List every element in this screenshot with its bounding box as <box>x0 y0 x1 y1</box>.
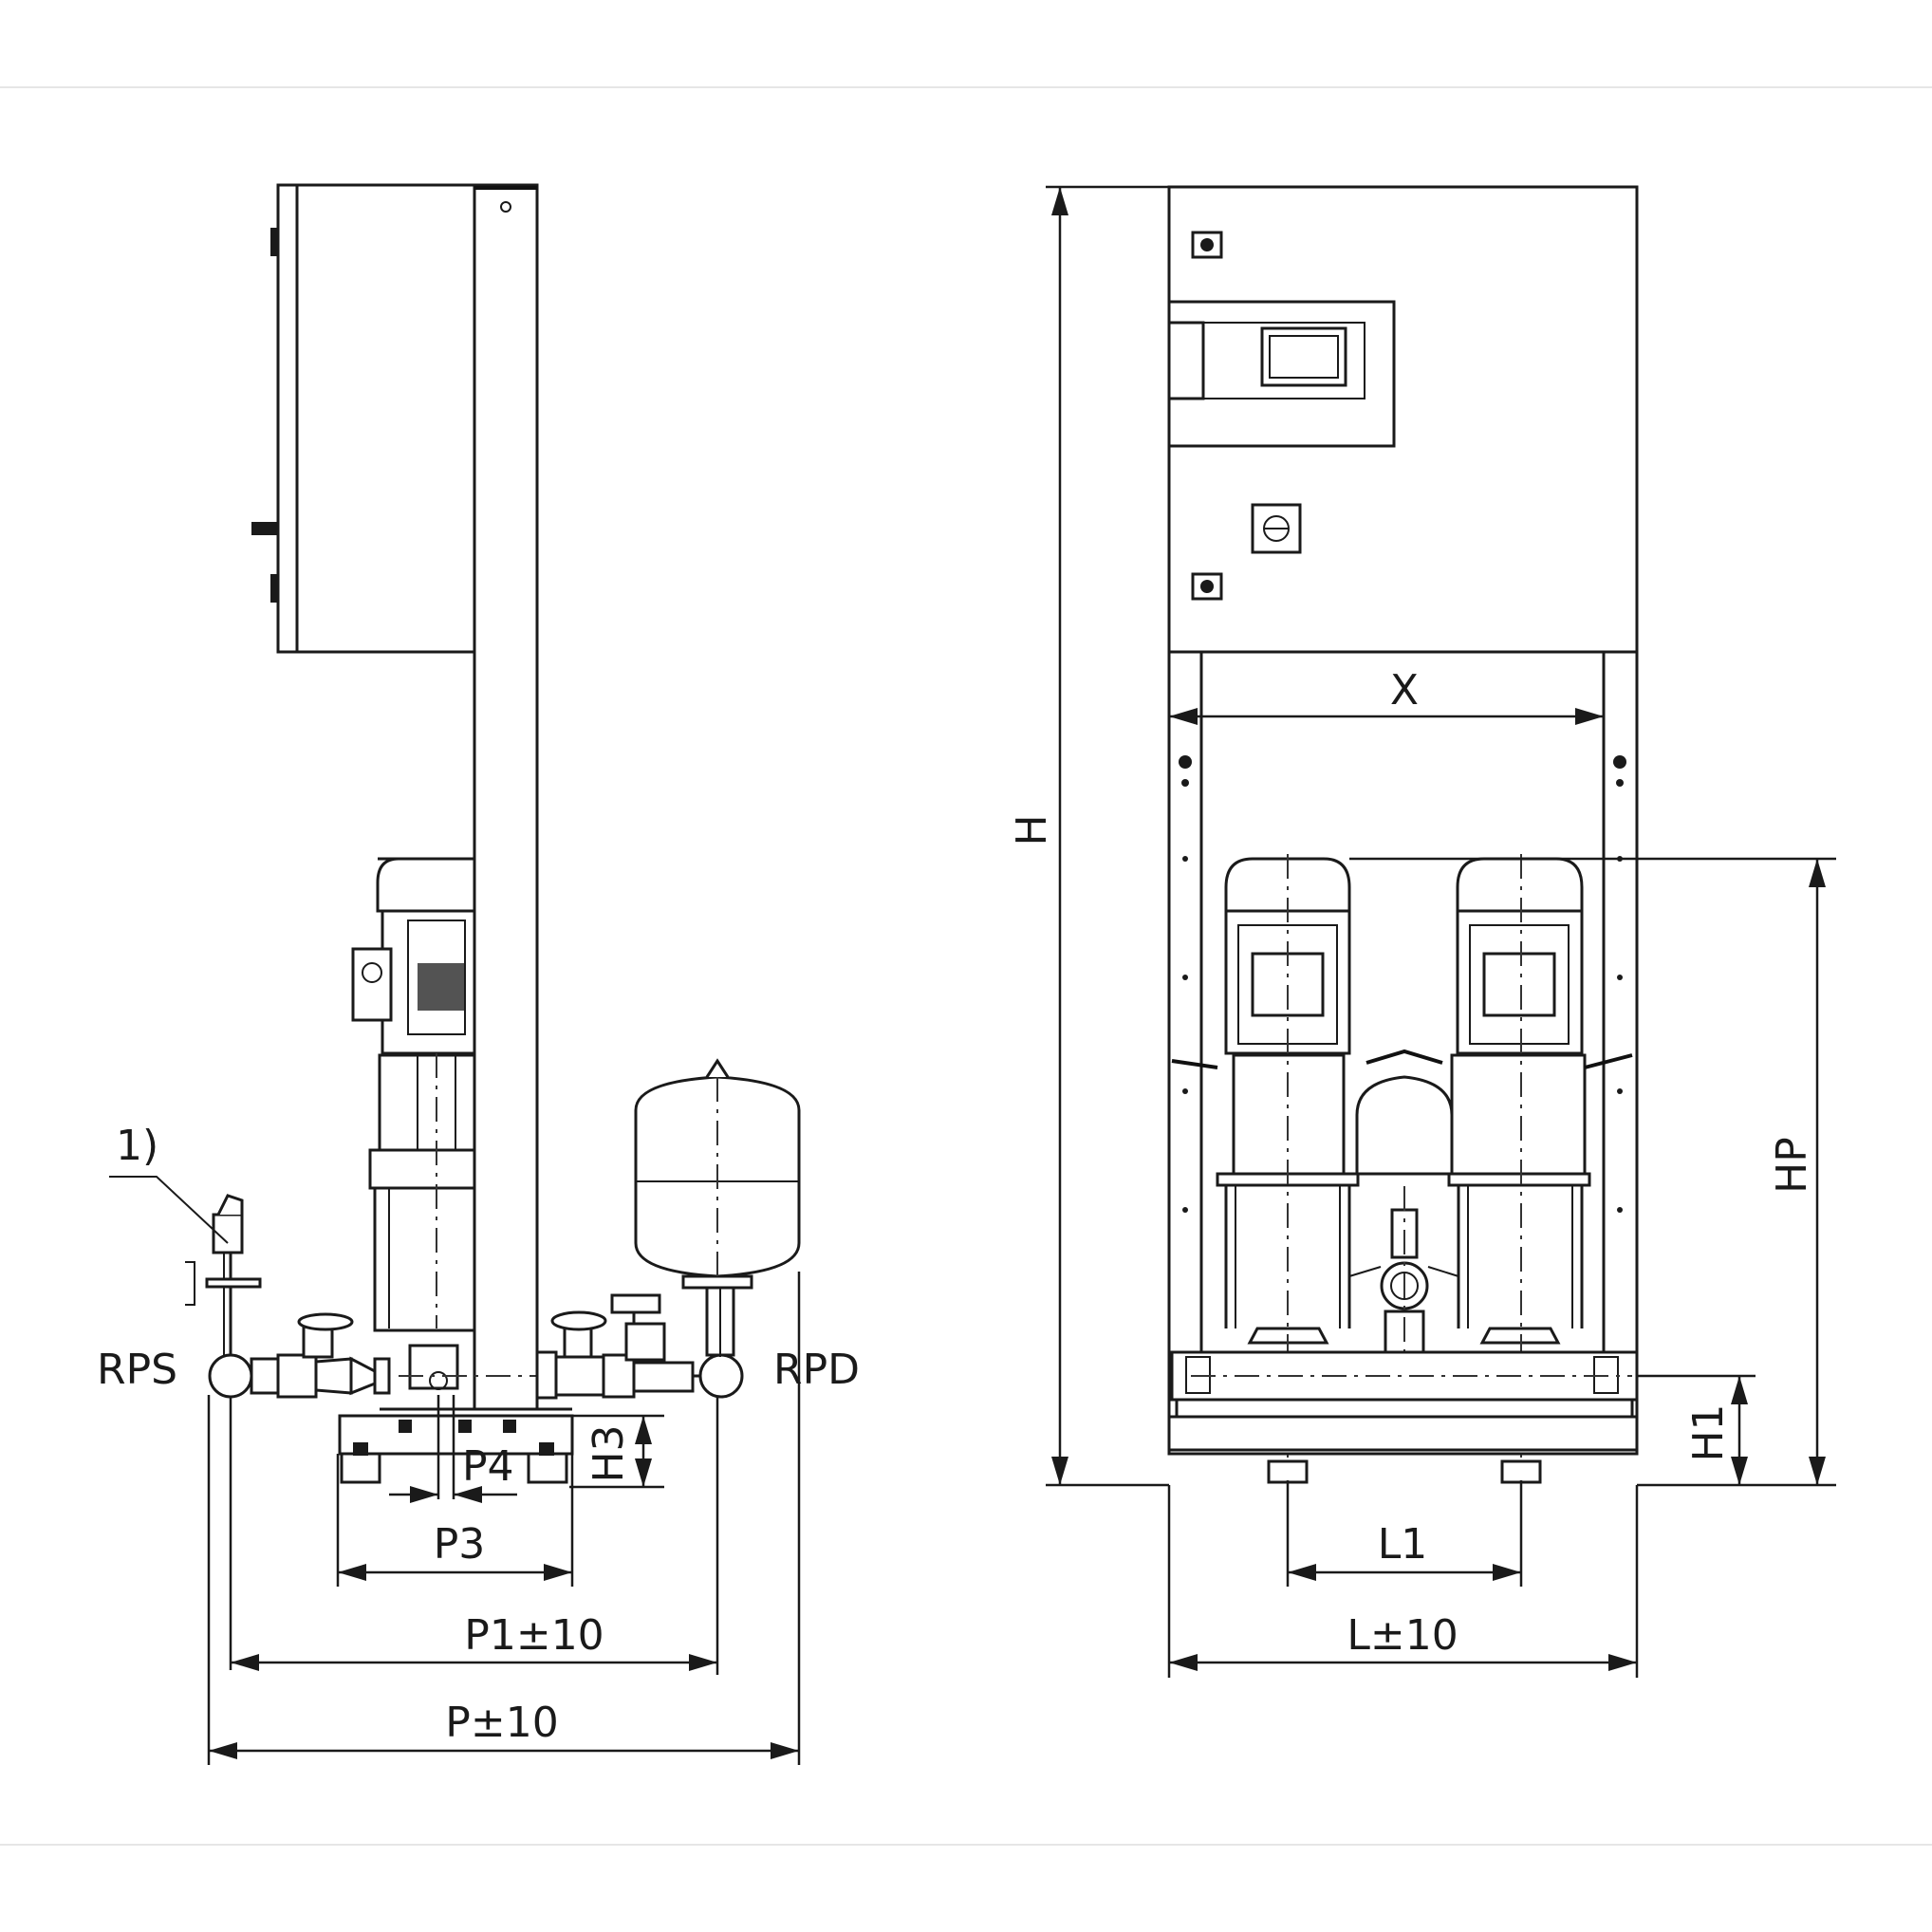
label-note-1: 1) <box>116 1122 158 1170</box>
label-l: L±10 <box>1347 1611 1458 1660</box>
vessel-and-gauge-front <box>1348 1049 1459 1371</box>
side-labels: 1) RPS RPD P4 H3 P3 P1±10 P±10 <box>97 1122 860 1747</box>
front-view: X H HP H1 L1 L±10 <box>1008 185 1836 1678</box>
label-p1: P1±10 <box>464 1611 604 1660</box>
pump-2-front <box>1447 854 1633 1480</box>
label-l1: L1 <box>1378 1520 1428 1569</box>
pump-motor-side <box>351 857 607 1390</box>
label-rps: RPS <box>97 1346 177 1394</box>
label-p4: P4 <box>462 1442 514 1491</box>
front-labels: X H HP H1 L1 L±10 <box>1008 666 1816 1660</box>
discharge-manifold-side <box>535 1274 744 1400</box>
label-p: P±10 <box>445 1699 558 1747</box>
label-h3: H3 <box>585 1424 633 1482</box>
label-p3: P3 <box>434 1520 486 1569</box>
suction-manifold-side <box>109 1176 391 1399</box>
control-cabinet-side <box>251 183 476 654</box>
base-frame-side <box>338 1407 574 1484</box>
side-dimensions <box>207 1272 801 1765</box>
label-hp: HP <box>1768 1137 1816 1194</box>
frame-posts-front <box>1167 650 1639 1432</box>
label-rpd: RPD <box>773 1346 860 1394</box>
base-manifold-front <box>1167 1350 1639 1484</box>
control-cabinet-front <box>1167 185 1639 654</box>
frame-column <box>473 183 539 1411</box>
label-x: X <box>1390 666 1419 715</box>
label-h: H <box>1008 814 1056 845</box>
pump-1-front <box>1171 854 1360 1480</box>
front-dimensions <box>1046 185 1836 1678</box>
side-view: 1) RPS RPD P4 H3 P3 P1±10 P±10 <box>97 183 860 1765</box>
label-h1: H1 <box>1684 1403 1733 1461</box>
pressure-vessel-side <box>634 1058 801 1290</box>
